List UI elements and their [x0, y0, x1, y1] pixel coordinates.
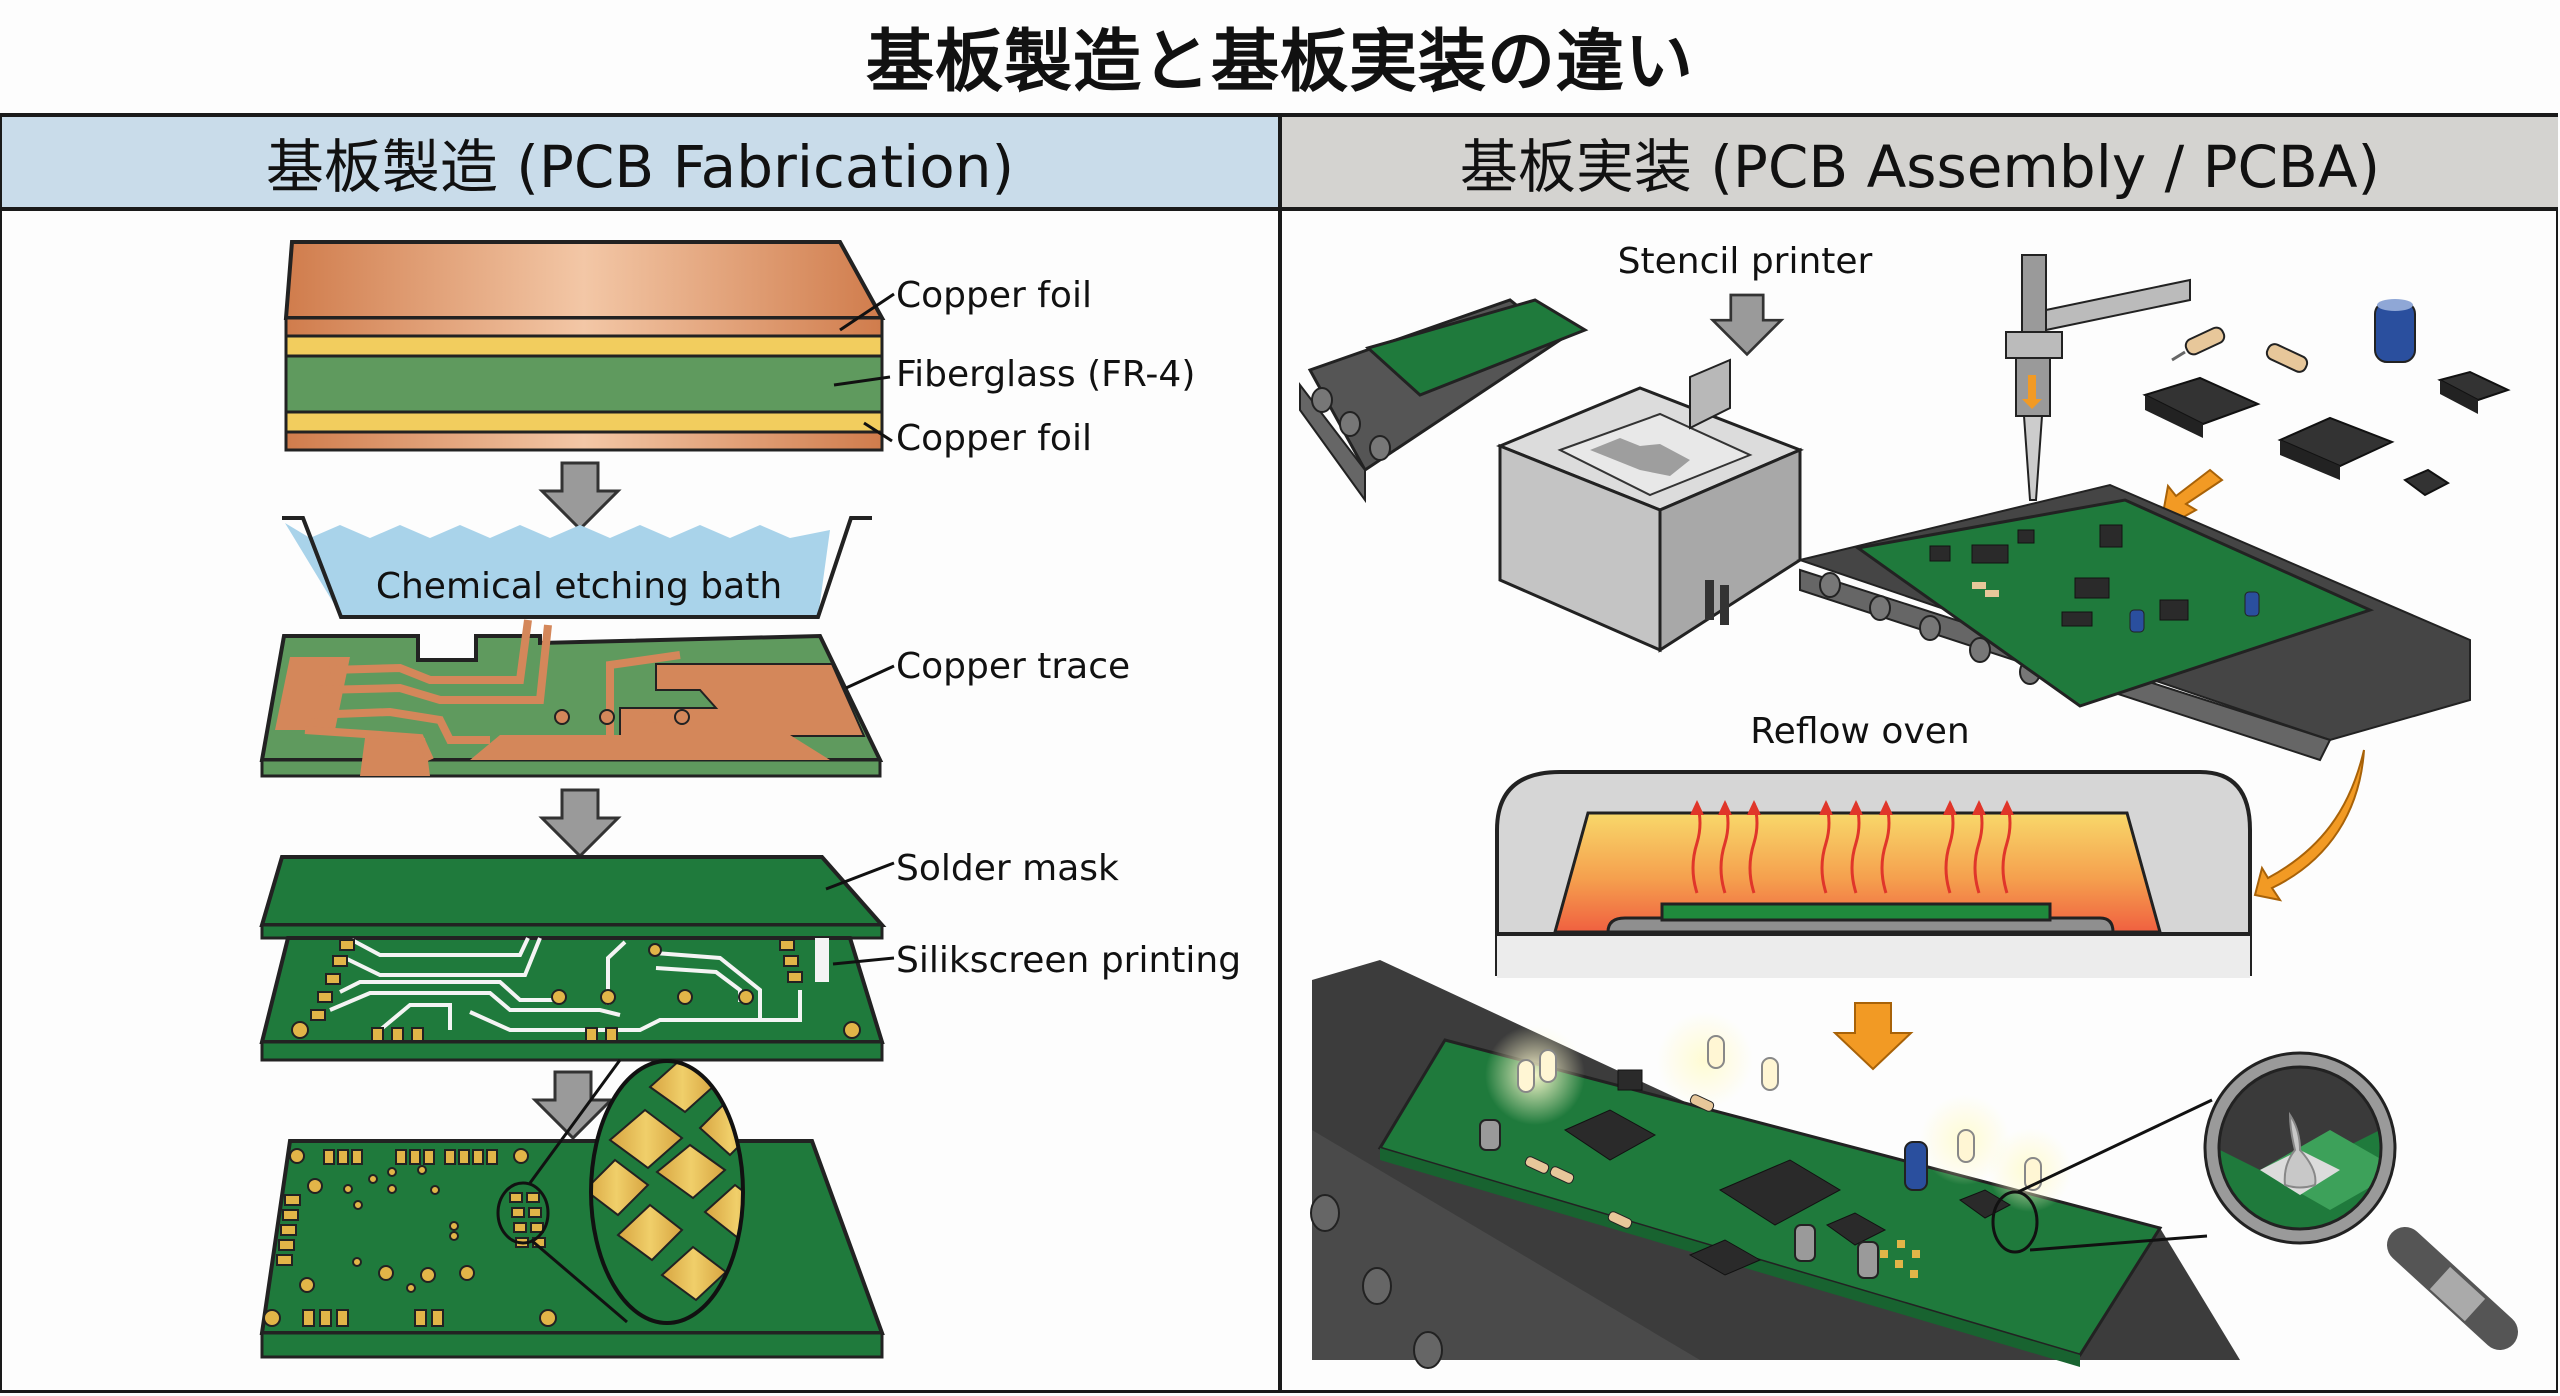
ic-chip-icon — [1563, 1069, 2012, 1276]
gold-pads — [263, 1148, 557, 1327]
curved-orange-arrow-icon — [2253, 749, 2365, 902]
label-copper-foil-top: Copper foil — [896, 275, 1092, 316]
resistor-icon — [1524, 1094, 1715, 1229]
led-icon — [1517, 1035, 2042, 1191]
label-stencil-printer: Stencil printer — [1618, 241, 1873, 282]
copper-foil-top-layer — [284, 316, 884, 338]
ic-chip-icon — [2142, 376, 2261, 438]
copper-foil-top-face — [283, 240, 886, 320]
label-copper-foil-bottom: Copper foil — [896, 418, 1092, 459]
label-fiberglass: Fiberglass (FR-4) — [896, 354, 1195, 395]
capacitor-icon — [2374, 299, 2416, 363]
prepreg-top-layer — [284, 334, 884, 358]
component-tray — [2142, 299, 2511, 532]
down-arrow-icon — [540, 788, 620, 858]
conveyor-belt-left — [1299, 298, 1589, 504]
fiberglass-core — [284, 354, 884, 414]
copper-pad — [360, 738, 430, 776]
column-divider — [1278, 113, 1282, 1393]
solder-mask-layer: Solder mask — [259, 848, 1119, 940]
reflow-oven: Reflow oven — [1495, 711, 2252, 978]
orange-down-arrow-icon — [1832, 1002, 1914, 1071]
page-title: 基板製造と基板実装の違い — [865, 22, 1694, 102]
squeegee — [1689, 358, 1731, 430]
resistor-icon — [2171, 326, 2226, 362]
label-silkscreen: Silikscreen printing — [896, 940, 1241, 981]
pcb-in-oven — [1660, 902, 2052, 922]
leader-line — [839, 292, 895, 332]
copper-foil-bottom-layer — [284, 430, 884, 452]
label-solder-mask: Solder mask — [896, 848, 1119, 889]
assembly-header: 基板実装 (PCB Assembly / PCBA) — [1282, 117, 2558, 211]
leader-line — [832, 956, 895, 966]
label-reflow-oven: Reflow oven — [1750, 711, 1969, 752]
pad-closeup-magnifier — [589, 1059, 745, 1325]
assembled-board-on-conveyor — [1310, 960, 2240, 1369]
laminate-stack: Copper foil Fiberglass (FR-4) Copper foi… — [283, 240, 1195, 459]
copper-traces — [304, 619, 703, 762]
label-copper-trace: Copper trace — [896, 646, 1130, 687]
down-arrow-icon — [540, 461, 620, 531]
zoom-marker — [496, 1181, 550, 1245]
label-etching-bath: Chemical etching bath — [376, 566, 782, 607]
silkscreen-layer: Silikscreen printing — [259, 936, 1241, 1062]
conveyor-belt-right — [1796, 483, 2471, 762]
diode-icon — [2403, 468, 2450, 497]
prepreg-bottom-layer — [284, 410, 884, 434]
zoom-marker — [1991, 1190, 2039, 1254]
leader-line — [845, 664, 895, 690]
leader-line — [833, 375, 891, 387]
bare-pcb-on-belt — [1364, 298, 1589, 397]
resistor-icon — [2265, 343, 2309, 373]
magnifying-glass-icon — [2203, 1051, 2518, 1350]
capacitor-icon — [1904, 1141, 1928, 1191]
ic-chip-icon — [2437, 370, 2511, 414]
down-arrow-icon — [1711, 293, 1783, 356]
pick-and-place-head — [2005, 254, 2191, 501]
fabrication-header: 基板製造 (PCB Fabrication) — [2, 117, 1278, 211]
stencil-printer-machine: Stencil printer — [1496, 241, 1873, 653]
ic-chip-icon — [2277, 416, 2395, 480]
silkscreen-traces — [329, 937, 802, 1032]
silkscreen-label-block — [815, 938, 829, 982]
etching-bath: Chemical etching bath — [282, 516, 872, 619]
leader-line — [825, 861, 895, 891]
leader-line — [863, 421, 893, 443]
copper-plane — [470, 735, 830, 760]
gold-pads — [291, 939, 861, 1042]
etched-board: Copper trace — [259, 619, 1130, 778]
finished-bare-board — [259, 1059, 885, 1359]
